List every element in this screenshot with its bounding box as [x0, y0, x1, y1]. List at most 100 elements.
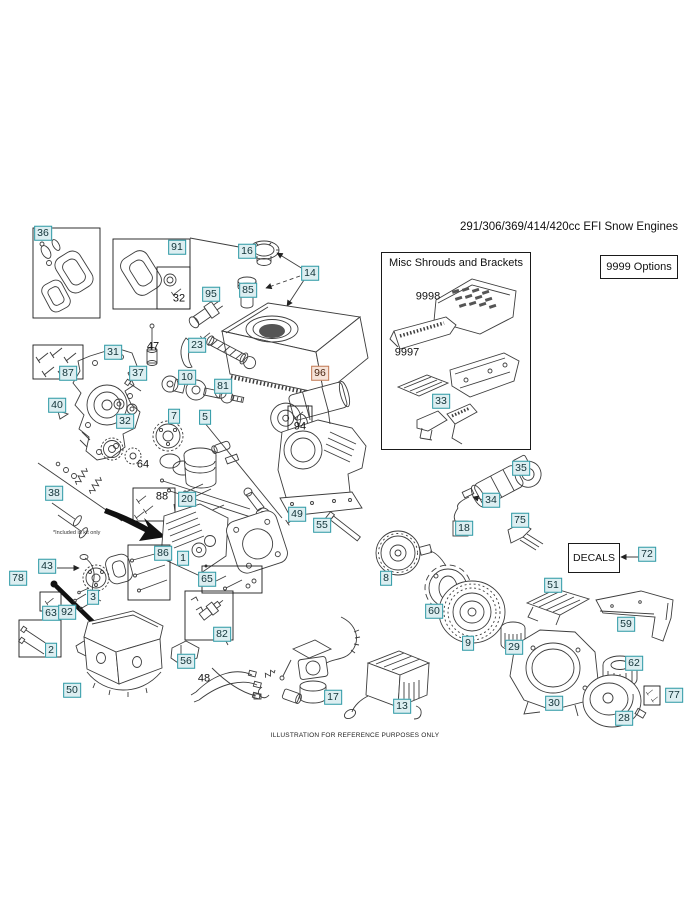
callout-9997: 9997 — [394, 346, 420, 359]
head-bolt-55-drawing — [324, 511, 361, 542]
callout-62[interactable]: 62 — [625, 655, 643, 671]
callout-3[interactable]: 3 — [87, 589, 99, 605]
callout-18[interactable]: 18 — [455, 520, 473, 536]
gasket-seal-box — [112, 238, 191, 310]
callout-88: 88 — [155, 490, 169, 503]
callout-81[interactable]: 81 — [214, 378, 232, 394]
callout-78[interactable]: 78 — [9, 570, 27, 586]
callout-7[interactable]: 7 — [168, 408, 180, 424]
callout-29[interactable]: 29 — [505, 639, 523, 655]
callout-87[interactable]: 87 — [59, 365, 77, 381]
callout-17[interactable]: 17 — [324, 689, 342, 705]
callout-51[interactable]: 51 — [544, 577, 562, 593]
callout-75[interactable]: 75 — [511, 512, 529, 528]
options-label: 9999 Options — [606, 261, 672, 273]
callout-35[interactable]: 35 — [512, 460, 530, 476]
bolt-3-drawing — [77, 587, 90, 595]
callout-33[interactable]: 33 — [432, 393, 450, 409]
pulley-drawing — [375, 530, 421, 576]
callout-47: 47 — [146, 340, 160, 353]
callout-48: 48 — [197, 672, 211, 685]
kit-note: *Included in kit only — [53, 530, 101, 536]
callout-9[interactable]: 9 — [462, 635, 474, 651]
callout-16[interactable]: 16 — [238, 243, 256, 259]
callout-31[interactable]: 31 — [104, 344, 122, 360]
fuel-tank-drawing — [220, 302, 369, 398]
fuel-sensor-drawing — [188, 300, 224, 329]
callout-2[interactable]: 2 — [45, 642, 57, 658]
callout-63[interactable]: 63 — [42, 605, 60, 621]
assembly-axis-line — [203, 421, 283, 519]
callout-82[interactable]: 82 — [213, 626, 231, 642]
footer-note: ILLUSTRATION FOR REFERENCE PURPOSES ONLY — [270, 732, 440, 739]
callout-72[interactable]: 72 — [638, 546, 656, 562]
rocker-arm-drawing — [180, 332, 211, 369]
callout-13[interactable]: 13 — [393, 698, 411, 714]
screw-box-88 — [132, 487, 176, 522]
callout-40[interactable]: 40 — [48, 397, 66, 413]
callout-95[interactable]: 95 — [202, 286, 220, 302]
callout-43[interactable]: 43 — [38, 558, 56, 574]
callout-85[interactable]: 85 — [239, 282, 257, 298]
callout-30[interactable]: 30 — [545, 695, 563, 711]
timing-gear-drawing — [82, 564, 110, 592]
callout-50[interactable]: 50 — [63, 682, 81, 698]
callout-20[interactable]: 20 — [178, 491, 196, 507]
callout-77[interactable]: 77 — [665, 687, 683, 703]
cam-gears-drawing — [100, 437, 142, 465]
cylinder-head-drawing — [160, 498, 229, 576]
callout-64: 64 — [136, 458, 150, 471]
screw-box-87 — [32, 344, 84, 380]
screw-box-77 — [643, 685, 661, 706]
callout-10[interactable]: 10 — [178, 369, 196, 385]
bracket-9997-drawing — [389, 316, 457, 350]
callout-56[interactable]: 56 — [177, 653, 195, 669]
callout-28[interactable]: 28 — [615, 710, 633, 726]
cover-bolt-drawing — [124, 378, 142, 392]
callout-23[interactable]: 23 — [188, 337, 206, 353]
callout-92[interactable]: 92 — [58, 604, 76, 620]
misc-bracket-lower-right-drawing — [446, 403, 478, 445]
callout-91[interactable]: 91 — [168, 239, 186, 255]
callout-34[interactable]: 34 — [482, 492, 500, 508]
decals-box[interactable]: DECALS — [568, 543, 620, 573]
callout-32: 32 — [172, 292, 186, 305]
camshaft-drawing — [206, 335, 257, 370]
gasket-set-box — [32, 227, 101, 319]
electric-starter-drawing — [270, 381, 351, 434]
pointer-arrow — [104, 508, 166, 541]
callout-55[interactable]: 55 — [313, 517, 331, 533]
callout-36[interactable]: 36 — [34, 225, 52, 241]
wiring-48-drawing — [190, 667, 262, 703]
decals-label: DECALS — [572, 552, 615, 564]
callout-86[interactable]: 86 — [154, 545, 172, 561]
oil-pan-drawing — [75, 610, 164, 697]
flywheel-drawing — [438, 580, 506, 644]
callout-1[interactable]: 1 — [177, 550, 189, 566]
panel-59-drawing — [595, 590, 674, 642]
callout-59[interactable]: 59 — [617, 616, 635, 632]
callout-5[interactable]: 5 — [199, 409, 211, 425]
callout-65[interactable]: 65 — [198, 571, 216, 587]
misc-bracket-right-drawing — [449, 352, 520, 398]
callout-60[interactable]: 60 — [425, 603, 443, 619]
options-box[interactable]: 9999 Options — [600, 255, 678, 279]
page-title: 291/306/369/414/420cc EFI Snow Engines — [459, 221, 678, 233]
callout-49[interactable]: 49 — [288, 506, 306, 522]
callout-38[interactable]: 38 — [45, 485, 63, 501]
callout-32[interactable]: 32 — [116, 413, 134, 429]
leader-line — [189, 237, 240, 248]
engine-block-drawing — [277, 404, 367, 517]
shroud-9998-drawing — [433, 278, 517, 335]
callout-8[interactable]: 8 — [380, 570, 392, 586]
callout-96[interactable]: 96 — [311, 365, 329, 381]
misc-shrouds-panel: Misc Shrouds and Brackets — [381, 252, 531, 450]
callout-9998: 9998 — [415, 290, 441, 303]
carburetor-drawing — [253, 616, 361, 704]
dipstick-drawing — [50, 580, 96, 625]
baffle-51-drawing — [525, 588, 591, 626]
callout-37[interactable]: 37 — [129, 365, 147, 381]
blower-housing-drawing — [509, 629, 599, 717]
callout-14[interactable]: 14 — [301, 265, 319, 281]
